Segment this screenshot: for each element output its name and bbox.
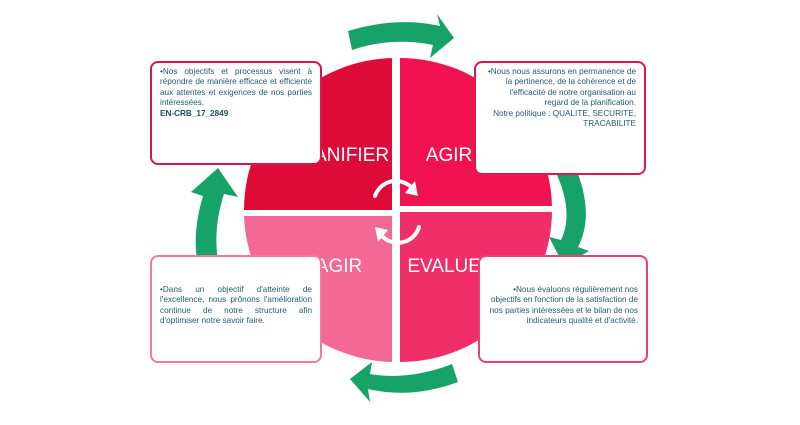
quadrant-evaluer[interactable] xyxy=(400,212,552,362)
note-agir-top-text: •Nous nous assurons en permanence de la … xyxy=(487,67,636,108)
outer-arrow-bottom-icon xyxy=(350,362,458,402)
note-agir-bottom: •Dans un objectif d'atteinte de l'excell… xyxy=(150,255,322,363)
note-evaluer: •Nous évaluons régulièrement nos objecti… xyxy=(478,255,648,363)
note-evaluer-text: •Nous évaluons régulièrement nos objecti… xyxy=(489,285,638,326)
outer-arrow-right-icon xyxy=(549,164,589,266)
outer-arrow-top-icon xyxy=(348,14,454,58)
note-agir-bottom-text: •Dans un objectif d'atteinte de l'excell… xyxy=(160,285,312,326)
quadrant-label-agir-top: AGIR xyxy=(426,145,472,166)
cycle-arrows-icon xyxy=(373,178,421,245)
quadrant-label-agir-bottom: AGIR xyxy=(316,256,362,277)
note-agir-top: •Nous nous assurons en permanence de la … xyxy=(474,61,646,175)
note-agir-top-policy: Notre politique : QUALITE, SECURITE, TRA… xyxy=(493,108,636,129)
note-planifier: •Nos objectifs et processus visent à rép… xyxy=(150,61,322,165)
quadrant-label-evaluer: EVALUER xyxy=(407,256,494,277)
note-planifier-ref: EN-CRB_17_2849 xyxy=(160,108,229,118)
note-planifier-text: •Nos objectifs et processus visent à rép… xyxy=(160,67,312,108)
